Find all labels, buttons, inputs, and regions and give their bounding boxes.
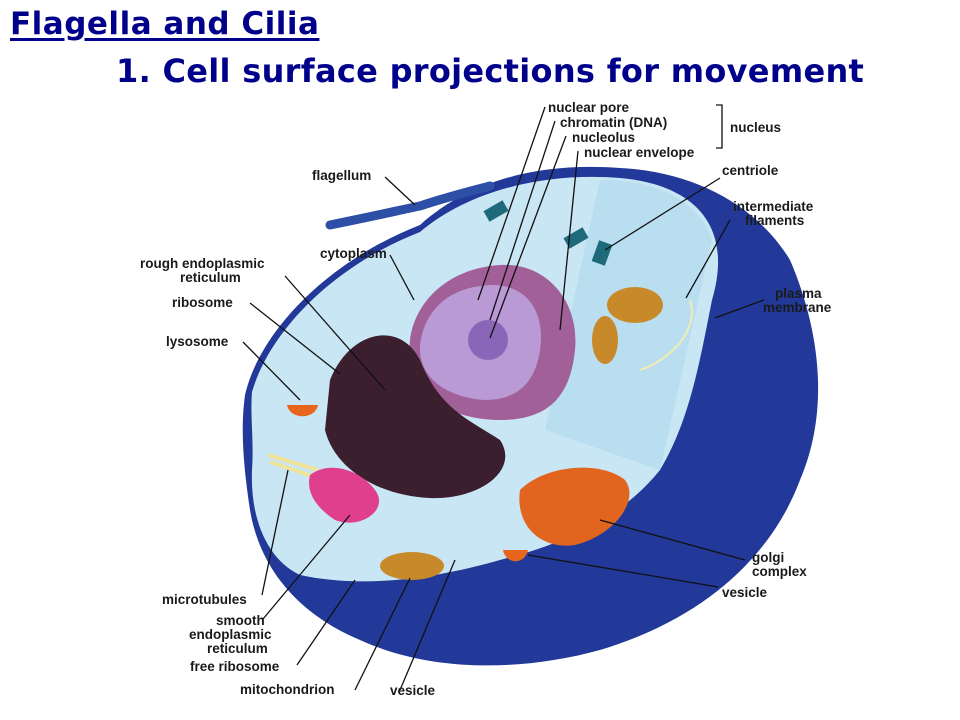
leader-smooth-er <box>262 514 351 620</box>
cell-illustration <box>242 166 819 666</box>
label-plasma-membrane-2: membrane <box>763 300 832 315</box>
leader-microtubules <box>261 469 289 596</box>
smooth-er-shape <box>309 467 380 523</box>
label-smooth-er-2: endoplasmic <box>189 627 272 642</box>
label-chromatin: chromatin (DNA) <box>560 115 667 130</box>
label-nucleus: nucleus <box>730 120 781 135</box>
leader-lysosome <box>242 341 301 401</box>
label-rough-er-2: reticulum <box>180 270 241 285</box>
label-intermediate-filaments-1: intermediate <box>733 199 814 214</box>
label-lysosome: lysosome <box>166 334 229 349</box>
label-golgi-2: complex <box>752 564 807 579</box>
centriole-shape-3 <box>483 200 509 222</box>
leader-intermediate-filaments <box>685 219 731 299</box>
leader-plasma-membrane <box>714 299 765 319</box>
label-smooth-er-1: smooth <box>216 613 265 628</box>
label-ribosome: ribosome <box>172 295 233 310</box>
label-free-ribosome: free ribosome <box>190 659 280 674</box>
label-vesicle-right: vesicle <box>722 585 768 600</box>
labels: nuclear pore chromatin (DNA) nucleolus n… <box>140 100 832 698</box>
label-golgi-1: golgi <box>752 550 784 565</box>
flagellum-shape <box>325 181 495 230</box>
cytoplasm-cut-face <box>545 179 712 470</box>
leader-vesicle-bottom <box>399 559 456 691</box>
label-vesicle-bottom: vesicle <box>390 683 436 698</box>
leader-flagellum <box>384 176 416 206</box>
slide-subtitle: 1. Cell surface projections for movement <box>116 52 865 90</box>
label-rough-er-1: rough endoplasmic <box>140 256 265 271</box>
centriole-shape-1 <box>563 227 589 249</box>
leader-lines <box>242 104 765 691</box>
label-nuclear-envelope: nuclear envelope <box>584 145 695 160</box>
leader-chromatin <box>489 120 556 321</box>
leader-vesicle-right <box>527 554 719 588</box>
mitochondrion-shape-3 <box>380 552 444 580</box>
leader-free-ribosome <box>296 579 356 666</box>
vesicle-shape <box>503 550 528 562</box>
nucleolus-shape <box>468 320 508 360</box>
label-nuclear-pore: nuclear pore <box>548 100 630 115</box>
mitochondrion-shape-2 <box>592 316 618 364</box>
lysosome-shape <box>287 405 318 417</box>
label-nucleolus: nucleolus <box>572 130 635 145</box>
label-flagellum: flagellum <box>312 168 371 183</box>
leader-golgi <box>599 519 746 561</box>
leader-mitochondrion <box>354 577 411 691</box>
label-smooth-er-3: reticulum <box>207 641 268 656</box>
label-cytoplasm: cytoplasm <box>320 246 387 261</box>
nucleus-bracket <box>716 104 723 149</box>
leader-centriole <box>604 177 721 251</box>
slide-title: Flagella and Cilia <box>10 6 320 42</box>
centriole-shape-2 <box>591 240 613 266</box>
rough-er-shape <box>325 335 506 499</box>
leader-ribosome <box>249 302 341 375</box>
leader-rough-er <box>284 275 386 391</box>
label-mitochondrion: mitochondrion <box>240 682 335 697</box>
leader-nuclear-envelope <box>559 150 579 331</box>
label-microtubules: microtubules <box>162 592 247 607</box>
mitochondrion-shape-1 <box>607 287 663 323</box>
leader-nucleolus <box>489 135 567 339</box>
label-intermediate-filaments-2: filaments <box>745 213 804 228</box>
leader-nuclear-pore <box>477 106 546 301</box>
label-plasma-membrane-1: plasma <box>775 286 822 301</box>
intermediate-filaments-shape <box>639 299 693 371</box>
golgi-shape <box>519 467 630 546</box>
label-centriole: centriole <box>722 163 779 178</box>
leader-cytoplasm <box>389 254 415 301</box>
